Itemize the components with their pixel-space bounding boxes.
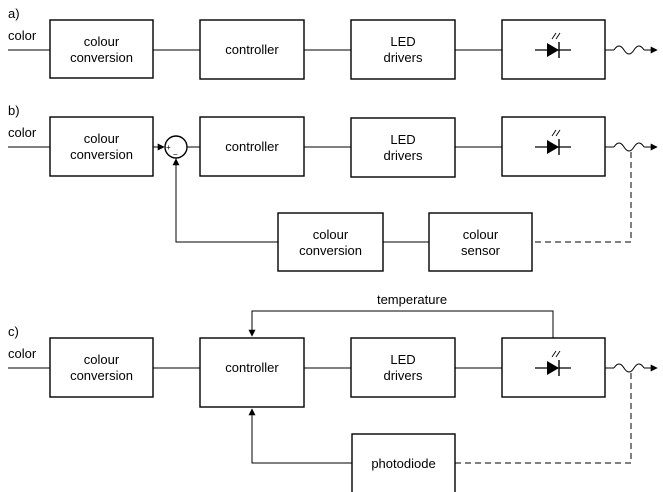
temperature-feedback-arrow bbox=[248, 310, 554, 338]
colour-sensor-line2: sensor bbox=[461, 243, 501, 258]
light-wave-icon bbox=[613, 142, 645, 152]
colour-conversion-line2: conversion bbox=[70, 147, 133, 162]
temperature-label: temperature bbox=[377, 292, 447, 307]
colour-conversion-block bbox=[49, 337, 154, 398]
led-drivers-line1: LED bbox=[390, 132, 415, 147]
controller-label: controller bbox=[225, 42, 279, 57]
photodiode-feedback-arrow bbox=[248, 408, 352, 464]
feedback-arrow bbox=[172, 158, 278, 243]
diagram-c-input-label: color bbox=[8, 346, 37, 361]
colour-conversion-line1: colour bbox=[84, 34, 120, 49]
led-drivers-line2: drivers bbox=[383, 50, 423, 65]
diagram-a-input-label: color bbox=[8, 28, 37, 43]
controller-label: controller bbox=[225, 139, 279, 154]
sum-plus-sign: + bbox=[166, 143, 171, 152]
diagram-c-label: c) bbox=[8, 324, 19, 339]
led-drivers-line1: LED bbox=[390, 34, 415, 49]
colour-conversion-line2: conversion bbox=[70, 50, 133, 65]
colour-conversion-block bbox=[49, 116, 154, 177]
colour-conversion-line1: colour bbox=[84, 352, 120, 367]
diagram-a-label: a) bbox=[8, 6, 20, 21]
controller-block bbox=[199, 116, 305, 177]
diagram-c: c) color colour conversion controller LE… bbox=[8, 292, 658, 492]
diagram-b-input-label: color bbox=[8, 125, 37, 140]
colour-conversion-line2: conversion bbox=[70, 368, 133, 383]
feedback-colour-conversion-line2: conversion bbox=[299, 243, 362, 258]
controller-label: controller bbox=[225, 360, 279, 375]
led-drivers-block bbox=[350, 19, 456, 80]
led-block bbox=[501, 19, 606, 80]
colour-conversion-line1: colour bbox=[84, 131, 120, 146]
photodiode-label: photodiode bbox=[371, 456, 435, 471]
light-wave-icon bbox=[613, 363, 645, 373]
led-drivers-line2: drivers bbox=[383, 368, 423, 383]
light-wave-icon bbox=[613, 45, 645, 55]
controller-block bbox=[199, 19, 305, 80]
led-drivers-block bbox=[350, 117, 456, 178]
feedback-colour-conversion-line1: colour bbox=[313, 227, 349, 242]
colour-sensor-block bbox=[428, 212, 533, 272]
colour-sensor-line1: colour bbox=[463, 227, 499, 242]
diagram-b-label: b) bbox=[8, 103, 20, 118]
colour-conversion-block bbox=[49, 19, 154, 79]
controller-block bbox=[199, 337, 305, 408]
feedback-colour-conversion-block bbox=[277, 212, 384, 272]
led-drivers-block bbox=[350, 337, 456, 398]
diagram-a: a) color colour conversion controller LE… bbox=[8, 6, 658, 80]
sensor-dashed-path bbox=[532, 152, 632, 243]
sum-minus-sign: − bbox=[173, 150, 178, 159]
diagram-b: b) color colour conversion + − controlle… bbox=[8, 103, 658, 272]
led-drivers-line1: LED bbox=[390, 352, 415, 367]
photodiode-block bbox=[351, 433, 456, 492]
led-drivers-line2: drivers bbox=[383, 148, 423, 163]
photodiode-dashed-path bbox=[455, 373, 632, 464]
